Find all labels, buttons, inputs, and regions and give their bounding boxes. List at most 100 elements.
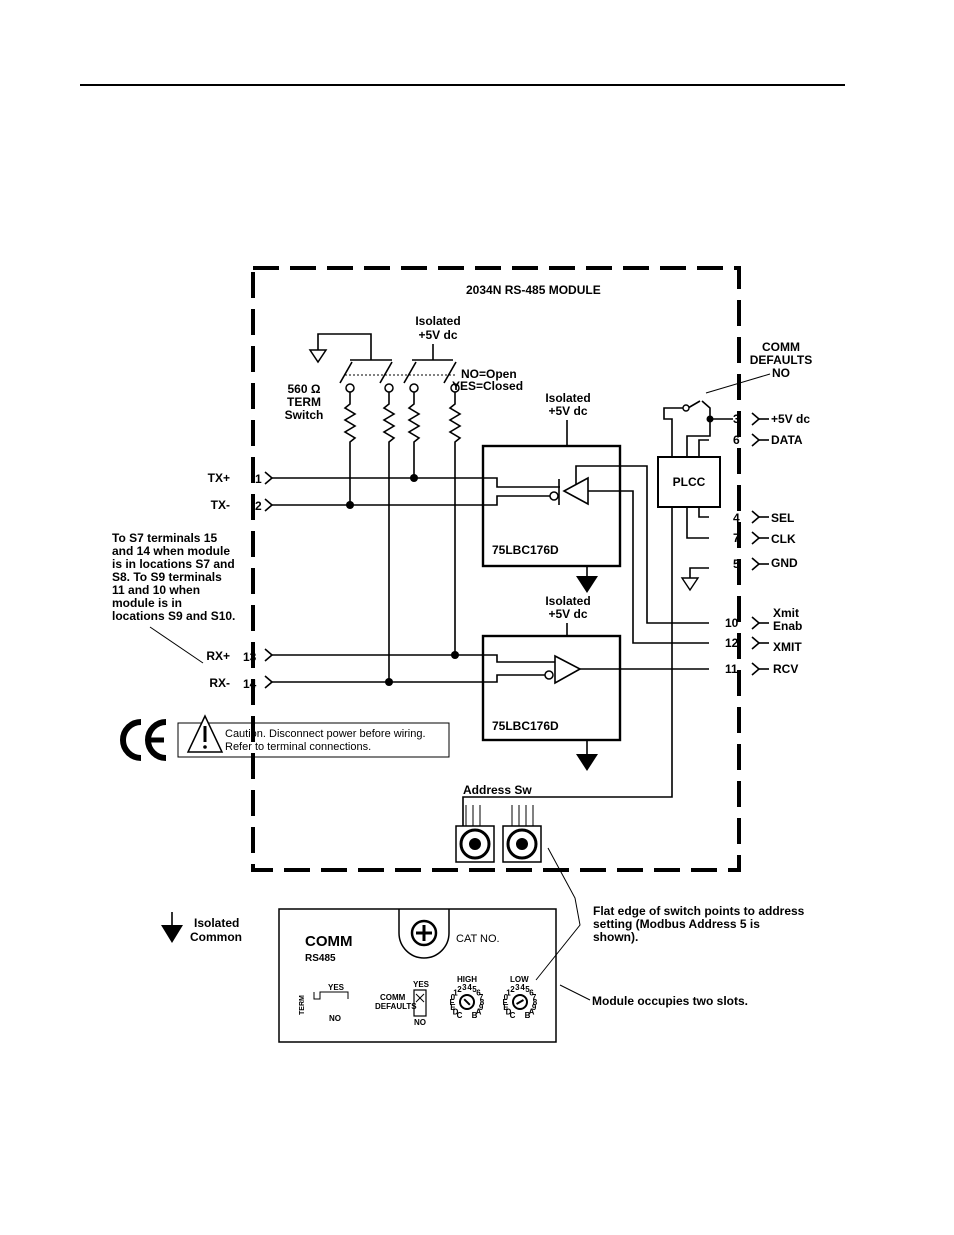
panel-term: TERM bbox=[299, 995, 306, 1015]
chip-1-label: 75LBC176D bbox=[492, 543, 559, 557]
dial-digit: 2 bbox=[510, 985, 515, 994]
left-terminals: TX+ 1 TX- 2 RX+ 13 RX- 14 bbox=[206, 471, 274, 691]
terminal-5-label: GND bbox=[771, 556, 798, 570]
dial-digit: B bbox=[472, 1011, 478, 1020]
dial-digit: 0 bbox=[504, 993, 509, 1002]
dial-digit: C bbox=[457, 1011, 463, 1020]
dial-digit: F bbox=[503, 998, 508, 1007]
dial-digit: 8 bbox=[480, 998, 485, 1007]
dial-digit: 6 bbox=[529, 988, 534, 997]
terminal-rx-plus-label: RX+ bbox=[206, 649, 230, 663]
terminal-4-label: SEL bbox=[771, 511, 794, 525]
term-switch-label-1: 560 Ω bbox=[288, 382, 321, 396]
resistors bbox=[343, 392, 462, 682]
dial-digit: 4 bbox=[520, 983, 525, 992]
panel-no-2: NO bbox=[414, 1018, 426, 1027]
dial-digit: E bbox=[450, 1003, 456, 1012]
terminal-3-number: 3 bbox=[733, 412, 740, 426]
term-switch bbox=[339, 359, 460, 393]
s7-note-line-4: S8. To S9 terminals bbox=[112, 570, 222, 584]
caution-line-2: Refer to terminal connections. bbox=[225, 741, 371, 753]
terminal-5-number: 5 bbox=[733, 557, 740, 571]
terminal-4-number: 4 bbox=[733, 511, 740, 525]
terminal-7-label: CLK bbox=[771, 532, 796, 546]
front-panel: COMM RS485 CAT NO. YES NO TERM COMM DEFA… bbox=[278, 908, 557, 1043]
term-switch-label-3: Switch bbox=[285, 408, 324, 422]
module-slots-note: Module occupies two slots. bbox=[592, 994, 748, 1008]
dial-digit: A bbox=[476, 1008, 482, 1017]
panel-low: LOW bbox=[510, 975, 529, 984]
plcc-label: PLCC bbox=[673, 475, 706, 489]
panel-yes-1: YES bbox=[328, 983, 345, 992]
terminal-12-number: 12 bbox=[725, 636, 739, 650]
caution-line-1: Caution. Disconnect power before wiring. bbox=[225, 728, 426, 740]
module-outline bbox=[251, 266, 741, 872]
terminal-10-label-2: Enab bbox=[773, 619, 802, 633]
plcc-block: PLCC bbox=[462, 373, 771, 826]
ce-mark bbox=[120, 719, 167, 761]
dial-digit: 3 bbox=[515, 983, 520, 992]
dial-digit: 1 bbox=[453, 988, 458, 997]
isolated-common-label-2: Common bbox=[190, 930, 242, 944]
module-title: 2034N RS-485 MODULE bbox=[466, 283, 601, 297]
terminal-2-number: 2 bbox=[255, 499, 262, 513]
terminal-14-number: 14 bbox=[243, 677, 257, 691]
terminal-6-label: DATA bbox=[771, 433, 803, 447]
s7-note-line-2: and 14 when module bbox=[112, 544, 230, 558]
panel-comm-defaults-2: DEFAULTS bbox=[375, 1002, 417, 1011]
iso5v-b-label: Isolated bbox=[545, 594, 590, 608]
dial-digit: 4 bbox=[467, 983, 472, 992]
terminal-tx-plus-label: TX+ bbox=[208, 471, 230, 485]
dial-digit: 9 bbox=[532, 1003, 537, 1012]
panel-rs485: RS485 bbox=[305, 953, 336, 964]
dial-digit: A bbox=[529, 1008, 535, 1017]
panel-comm-defaults-1: COMM bbox=[380, 993, 406, 1002]
iso5v-a-label-2: +5V dc bbox=[548, 404, 587, 418]
flat-edge-note-3: shown). bbox=[593, 930, 638, 944]
s7-note-line-7: locations S9 and S10. bbox=[112, 609, 235, 623]
dial-digit: 0 bbox=[451, 993, 456, 1002]
s7-note: To S7 terminals 15 and 14 when module is… bbox=[112, 531, 235, 664]
s7-note-line-1: To S7 terminals 15 bbox=[112, 531, 217, 545]
panel-high: HIGH bbox=[457, 975, 477, 984]
comm-defaults-label-1: COMM bbox=[762, 340, 800, 354]
terminal-10-label: Xmit bbox=[773, 606, 799, 620]
s7-note-line-5: 11 and 10 when bbox=[112, 583, 200, 597]
iso5v-top-label: Isolated bbox=[415, 314, 460, 328]
dial-digit: 2 bbox=[457, 985, 462, 994]
dial-digit: 1 bbox=[506, 988, 511, 997]
flat-edge-note-1: Flat edge of switch points to address bbox=[593, 904, 805, 918]
iso5v-b-label-2: +5V dc bbox=[548, 607, 587, 621]
dial-digit: C bbox=[510, 1011, 516, 1020]
panel-comm: COMM bbox=[305, 933, 353, 950]
terminal-11-number: 11 bbox=[725, 662, 738, 676]
address-sw-label: Address Sw bbox=[463, 783, 532, 797]
dial-digit: 6 bbox=[476, 988, 481, 997]
no-open-label: NO=Open bbox=[461, 367, 517, 381]
ground-symbol bbox=[308, 333, 372, 364]
dial-digit: 7 bbox=[479, 993, 484, 1002]
s7-note-line-6: module is in bbox=[112, 596, 182, 610]
dial-digit: 9 bbox=[479, 1003, 484, 1012]
terminal-3-label: +5V dc bbox=[771, 412, 810, 426]
dial-digit: 3 bbox=[462, 983, 467, 992]
dial-digit: 5 bbox=[472, 985, 477, 994]
panel-yes-2: YES bbox=[413, 980, 430, 989]
transceiver-chip-2: Isolated +5V dc 75LBC176D bbox=[481, 594, 709, 771]
panel-cat-no: CAT NO. bbox=[456, 933, 500, 945]
dial-digit: 5 bbox=[525, 985, 530, 994]
dial-digit: E bbox=[503, 1003, 509, 1012]
terminal-tx-minus-label: TX- bbox=[211, 498, 230, 512]
isolated-common-label-1: Isolated bbox=[194, 916, 239, 930]
dial-digit: B bbox=[525, 1011, 531, 1020]
term-switch-label-2: TERM bbox=[287, 395, 321, 409]
caution-box: Caution. Disconnect power before wiring.… bbox=[177, 714, 450, 758]
terminal-12-label: XMIT bbox=[773, 640, 802, 654]
terminal-1-number: 1 bbox=[255, 472, 262, 486]
terminal-13-number: 13 bbox=[243, 650, 257, 664]
dial-digit: D bbox=[506, 1008, 512, 1017]
comm-defaults-label-3: NO bbox=[772, 366, 790, 380]
